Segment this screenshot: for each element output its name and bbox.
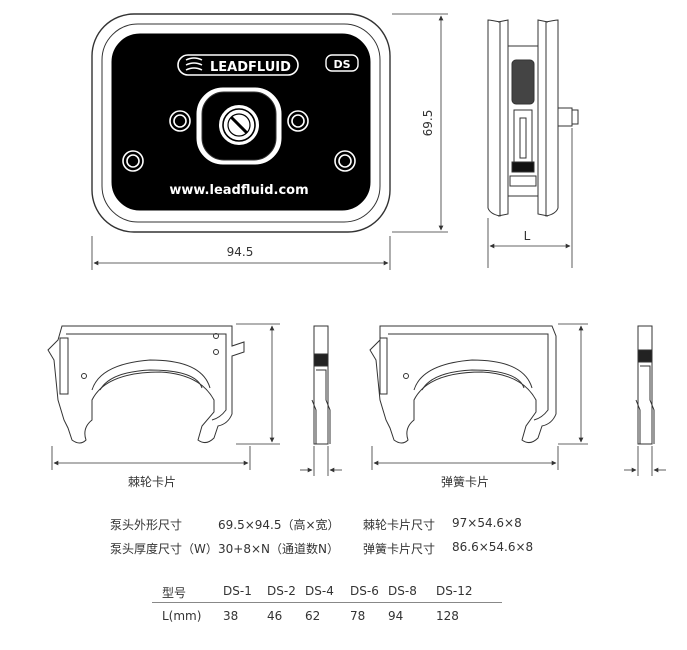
table-header-cell: 型号 [162, 586, 187, 600]
brand-text: LEADFLUID [210, 60, 291, 75]
table-cell: 128 [436, 609, 459, 623]
spec-label: 泵头外形尺寸 [110, 518, 183, 532]
dimension-clip2 [371, 323, 666, 476]
table-header-cell: DS-1 [223, 584, 252, 598]
table-cell: 62 [305, 609, 321, 623]
pump-head-front-view [91, 13, 391, 233]
table-header-cell: DS-2 [267, 584, 296, 598]
table-cell: 94 [388, 609, 404, 623]
url-text: www.leadfluid.com [169, 183, 308, 198]
table-cell: 78 [350, 609, 366, 623]
spec-value: 86.6×54.6×8 [452, 540, 534, 554]
table-header-cell: DS-8 [388, 584, 417, 598]
height-label: 69.5 [421, 110, 435, 137]
table-cell: L(mm) [162, 609, 202, 623]
table-header-cell: DS-4 [305, 584, 334, 598]
spec-value: 97×54.6×8 [452, 516, 522, 530]
spec-value: 30+8×N（通道数N） [218, 542, 339, 556]
width-label: 94.5 [227, 245, 254, 259]
spec-label: 泵头厚度尺寸（W） [110, 542, 218, 556]
spec-label: 棘轮卡片尺寸 [363, 518, 436, 532]
table-header-cell: DS-6 [350, 584, 379, 598]
dimension-height [392, 13, 448, 233]
ratchet-clip-front-view [47, 325, 245, 444]
model-badge: DS [333, 58, 350, 71]
pump-head-side-view [487, 19, 579, 217]
dimension-width [91, 236, 391, 270]
spring-clip-caption: 弹簧卡片 [441, 474, 489, 489]
dimension-clip1 [51, 323, 342, 476]
spec-value: 69.5×94.5（高×宽） [218, 518, 340, 532]
side-length-label: L [524, 229, 531, 243]
ratchet-clip-caption: 棘轮卡片 [128, 475, 176, 489]
table-cell: 46 [267, 609, 283, 623]
spring-clip-front-view [369, 325, 557, 444]
spec-label: 弹簧卡片尺寸 [363, 542, 436, 556]
table-cell: 38 [223, 609, 239, 623]
ratchet-clip-side-view [311, 325, 331, 445]
table-divider [152, 602, 502, 603]
spring-clip-side-view [635, 325, 655, 445]
table-header-cell: DS-12 [436, 584, 473, 598]
dimension-side-length [487, 128, 573, 268]
